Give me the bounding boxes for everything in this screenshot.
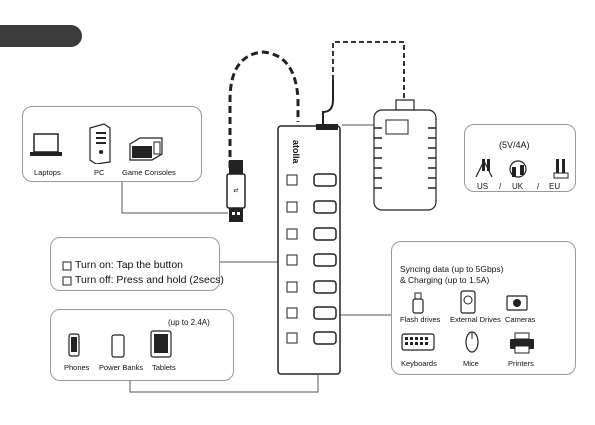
plug-types-icon — [475, 159, 569, 179]
region-sep-1: / — [499, 182, 502, 191]
tablets-label: Tablets — [152, 363, 176, 372]
page-tab — [0, 25, 82, 47]
switch-instructions-panel — [50, 237, 220, 291]
game-console-icon — [129, 137, 163, 161]
camera-icon — [506, 295, 528, 311]
charging-rating-label: (up to 2.4A) — [168, 318, 210, 327]
devices-heading-line1: Syncing data (up to 5Gbps) — [400, 264, 504, 274]
hub-brand-logo: atolla — [291, 140, 301, 164]
pc-label: PC — [94, 168, 105, 177]
power-bank-icon — [111, 334, 125, 358]
printers-label: Printers — [508, 359, 534, 368]
phones-label: Phones — [64, 363, 90, 372]
switch-button-icon — [62, 261, 72, 271]
power-rating-label: (5V/4A) — [499, 140, 530, 150]
mice-label: Mice — [463, 359, 479, 368]
flash-drive-icon — [412, 292, 424, 314]
keyboards-label: Keyboards — [401, 359, 437, 368]
usb-plug-icon: ⇄ — [226, 160, 246, 222]
phone-icon — [68, 333, 80, 357]
region-us-label: US — [477, 182, 489, 191]
region-uk-label: UK — [512, 182, 524, 191]
power-plugs-panel — [464, 124, 576, 192]
usb-hub-icon — [277, 124, 341, 375]
keyboard-icon — [401, 333, 435, 351]
external-drives-label: External Drives — [450, 315, 501, 324]
flash-drives-label: Flash drives — [400, 315, 441, 324]
switch-button-hold-icon — [62, 276, 72, 286]
mouse-icon — [465, 331, 479, 353]
printer-icon — [510, 332, 534, 354]
devices-heading-line2: & Charging (up to 1.5A) — [400, 275, 490, 285]
cameras-label: Cameras — [505, 315, 536, 324]
svg-text:⇄: ⇄ — [233, 187, 238, 194]
region-eu-label: EU — [549, 182, 561, 191]
power-adapter-icon — [373, 99, 437, 211]
tablet-icon — [150, 330, 172, 358]
charging-devices-panel — [50, 309, 234, 381]
laptop-icon — [30, 133, 62, 156]
region-sep-2: / — [537, 182, 540, 191]
power-banks-label: Power Banks — [99, 363, 144, 372]
game-consoles-label: Game Consoles — [122, 168, 176, 177]
turn-off-instruction: Turn off: Press and hold (2secs) — [75, 274, 224, 286]
pc-tower-icon — [89, 123, 111, 164]
external-drive-icon — [460, 290, 476, 314]
laptops-label: Laptops — [34, 168, 61, 177]
turn-on-instruction: Turn on: Tap the button — [75, 259, 183, 271]
